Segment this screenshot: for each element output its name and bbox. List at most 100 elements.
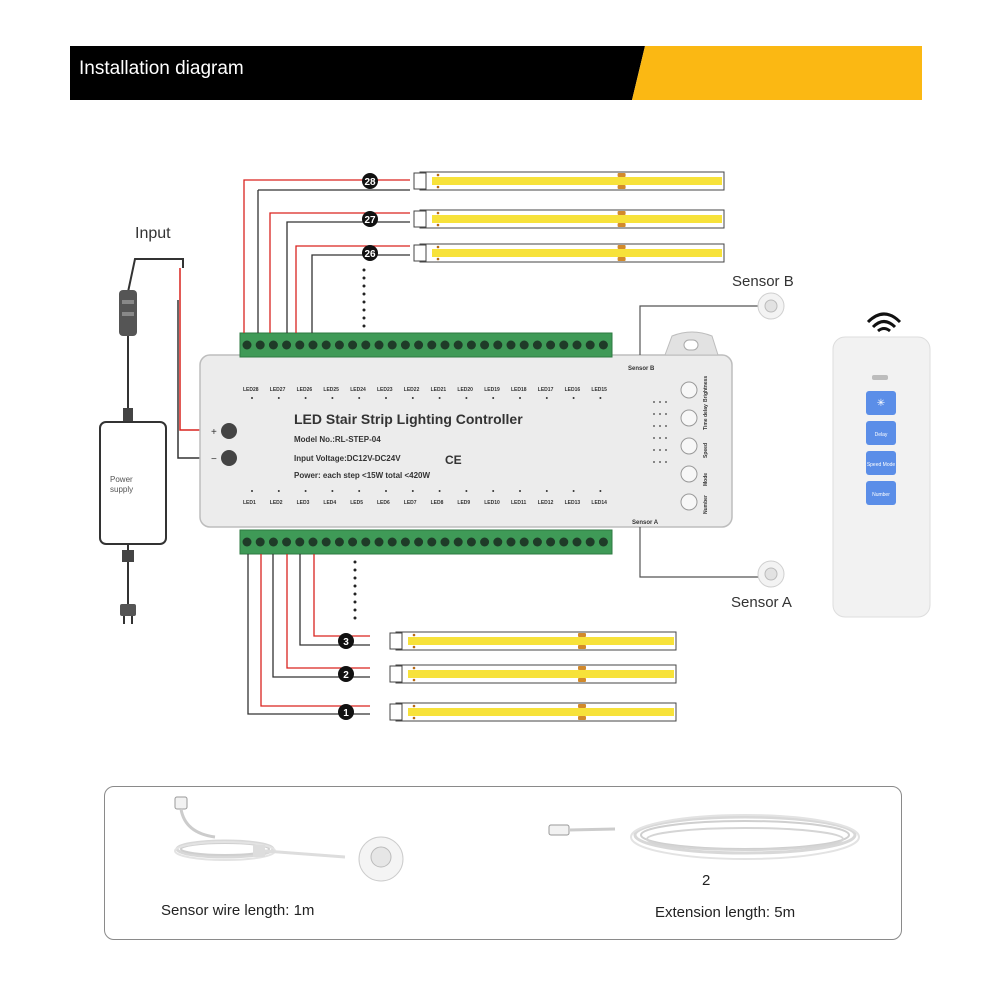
sensor-a-label: Sensor A [731, 594, 792, 611]
led-port-label: LED24 [350, 387, 366, 393]
remote-button[interactable] [866, 391, 896, 415]
controller-button-label: Number [703, 495, 709, 514]
strip-number: 26 [364, 249, 376, 260]
controller-button[interactable] [680, 493, 698, 511]
led-strip: 3 [338, 631, 677, 651]
terminal-screw [255, 340, 265, 350]
terminal-screw [480, 537, 490, 547]
terminal-screw [572, 537, 582, 547]
remote-button-label: ✳ [877, 398, 885, 409]
negative-terminal [221, 450, 237, 466]
strip-number: 28 [364, 177, 376, 188]
terminal-screw [532, 537, 542, 547]
positive-terminal [221, 423, 237, 439]
led-strip: 28 [362, 171, 725, 191]
terminal-screw [506, 340, 516, 350]
controller-button[interactable] [680, 437, 698, 455]
terminal-screw [532, 340, 542, 350]
led-port-label: LED28 [243, 387, 259, 393]
terminal-screw [334, 340, 344, 350]
terminal-screw [387, 537, 397, 547]
sensor-wire-coil-icon [174, 796, 404, 882]
led-port-label: LED23 [377, 387, 393, 393]
terminal-screw [374, 340, 384, 350]
terminal-screw [348, 340, 358, 350]
remote-button[interactable] [866, 451, 896, 475]
led-port-label: LED16 [565, 387, 581, 393]
terminal-screw [585, 537, 595, 547]
terminal-screw [598, 537, 608, 547]
terminal-screw [268, 537, 278, 547]
terminal-screw [308, 340, 318, 350]
bottom-strips: 3 2 1 [247, 554, 677, 722]
terminal-screw [321, 537, 331, 547]
remote-button-label: Speed Mode [867, 462, 896, 468]
banner-title: Installation diagram [79, 58, 244, 79]
controller-button-label: Mode [703, 473, 709, 486]
terminal-screw [440, 340, 450, 350]
led-port-label: LED9 [457, 500, 470, 506]
led-port-label: LED4 [323, 500, 336, 506]
led-port-label: LED22 [404, 387, 420, 393]
led-port-label: LED13 [565, 500, 581, 506]
terminal-screw [427, 340, 437, 350]
strip-number-badge [362, 245, 378, 261]
terminal-screw [400, 340, 410, 350]
terminal-screw [321, 340, 331, 350]
controller-power: Power: each step <15W total <420W [294, 471, 430, 480]
remote-button-label: Delay [875, 432, 888, 438]
controller-title: LED Stair Strip Lighting Controller [294, 411, 523, 427]
controller-button[interactable] [680, 381, 698, 399]
controller-button-label: Time delay [703, 404, 709, 430]
terminal-screw [374, 537, 384, 547]
remote-button[interactable] [866, 481, 896, 505]
terminal-screw [519, 340, 529, 350]
strip-number-badge [362, 173, 378, 189]
led-port-label: LED17 [538, 387, 554, 393]
led-port-label: LED2 [270, 500, 283, 506]
sensor-wire-caption: Sensor wire length: 1m [161, 902, 315, 919]
terminal-screw [414, 340, 424, 350]
extension-number: 2 [702, 872, 711, 889]
led-port-label: LED1 [243, 500, 256, 506]
installation-diagram: Input Power supply + − LED Stair St [99, 171, 931, 722]
plug-icon [120, 604, 136, 616]
terminal-screw [255, 537, 265, 547]
led-port-label: LED21 [431, 387, 447, 393]
led-port-label: LED14 [591, 500, 607, 506]
terminal-screw [361, 340, 371, 350]
controller-button[interactable] [680, 409, 698, 427]
controller-button[interactable] [680, 465, 698, 483]
terminal-screw [466, 537, 476, 547]
terminal-screw [453, 340, 463, 350]
led-port-label: LED15 [591, 387, 607, 393]
strip-number: 3 [343, 637, 349, 648]
strip-number: 27 [364, 215, 376, 226]
extension-cable-coil-icon [548, 814, 860, 860]
terminal-screw [308, 537, 318, 547]
terminal-screw [400, 537, 410, 547]
led-port-label: LED6 [377, 500, 390, 506]
terminal-screw [242, 537, 252, 547]
plus-sign: + [211, 427, 217, 438]
terminal-screw [348, 537, 358, 547]
remote-button[interactable] [866, 421, 896, 445]
ce-mark: CE [445, 453, 462, 467]
terminal-screw [480, 340, 490, 350]
led-port-label: LED12 [538, 500, 554, 506]
controller-button-label: Brightness [703, 376, 709, 402]
power-supply-box [99, 421, 167, 545]
accessories-panel: Sensor wire length: 1m 2 Extension lengt… [104, 786, 902, 940]
led-port-label: LED7 [404, 500, 417, 506]
terminal-screw [546, 537, 556, 547]
led-port-label: LED8 [431, 500, 444, 506]
led-port-label: LED20 [457, 387, 473, 393]
strip-number: 2 [343, 670, 349, 681]
terminal-screw [282, 537, 292, 547]
terminal-screw [598, 340, 608, 350]
strip-number: 1 [343, 708, 349, 719]
terminal-screw [585, 340, 595, 350]
power-supply-group: Input Power supply [99, 225, 214, 624]
power-supply-label-2: supply [110, 485, 133, 494]
terminal-screw [242, 340, 252, 350]
